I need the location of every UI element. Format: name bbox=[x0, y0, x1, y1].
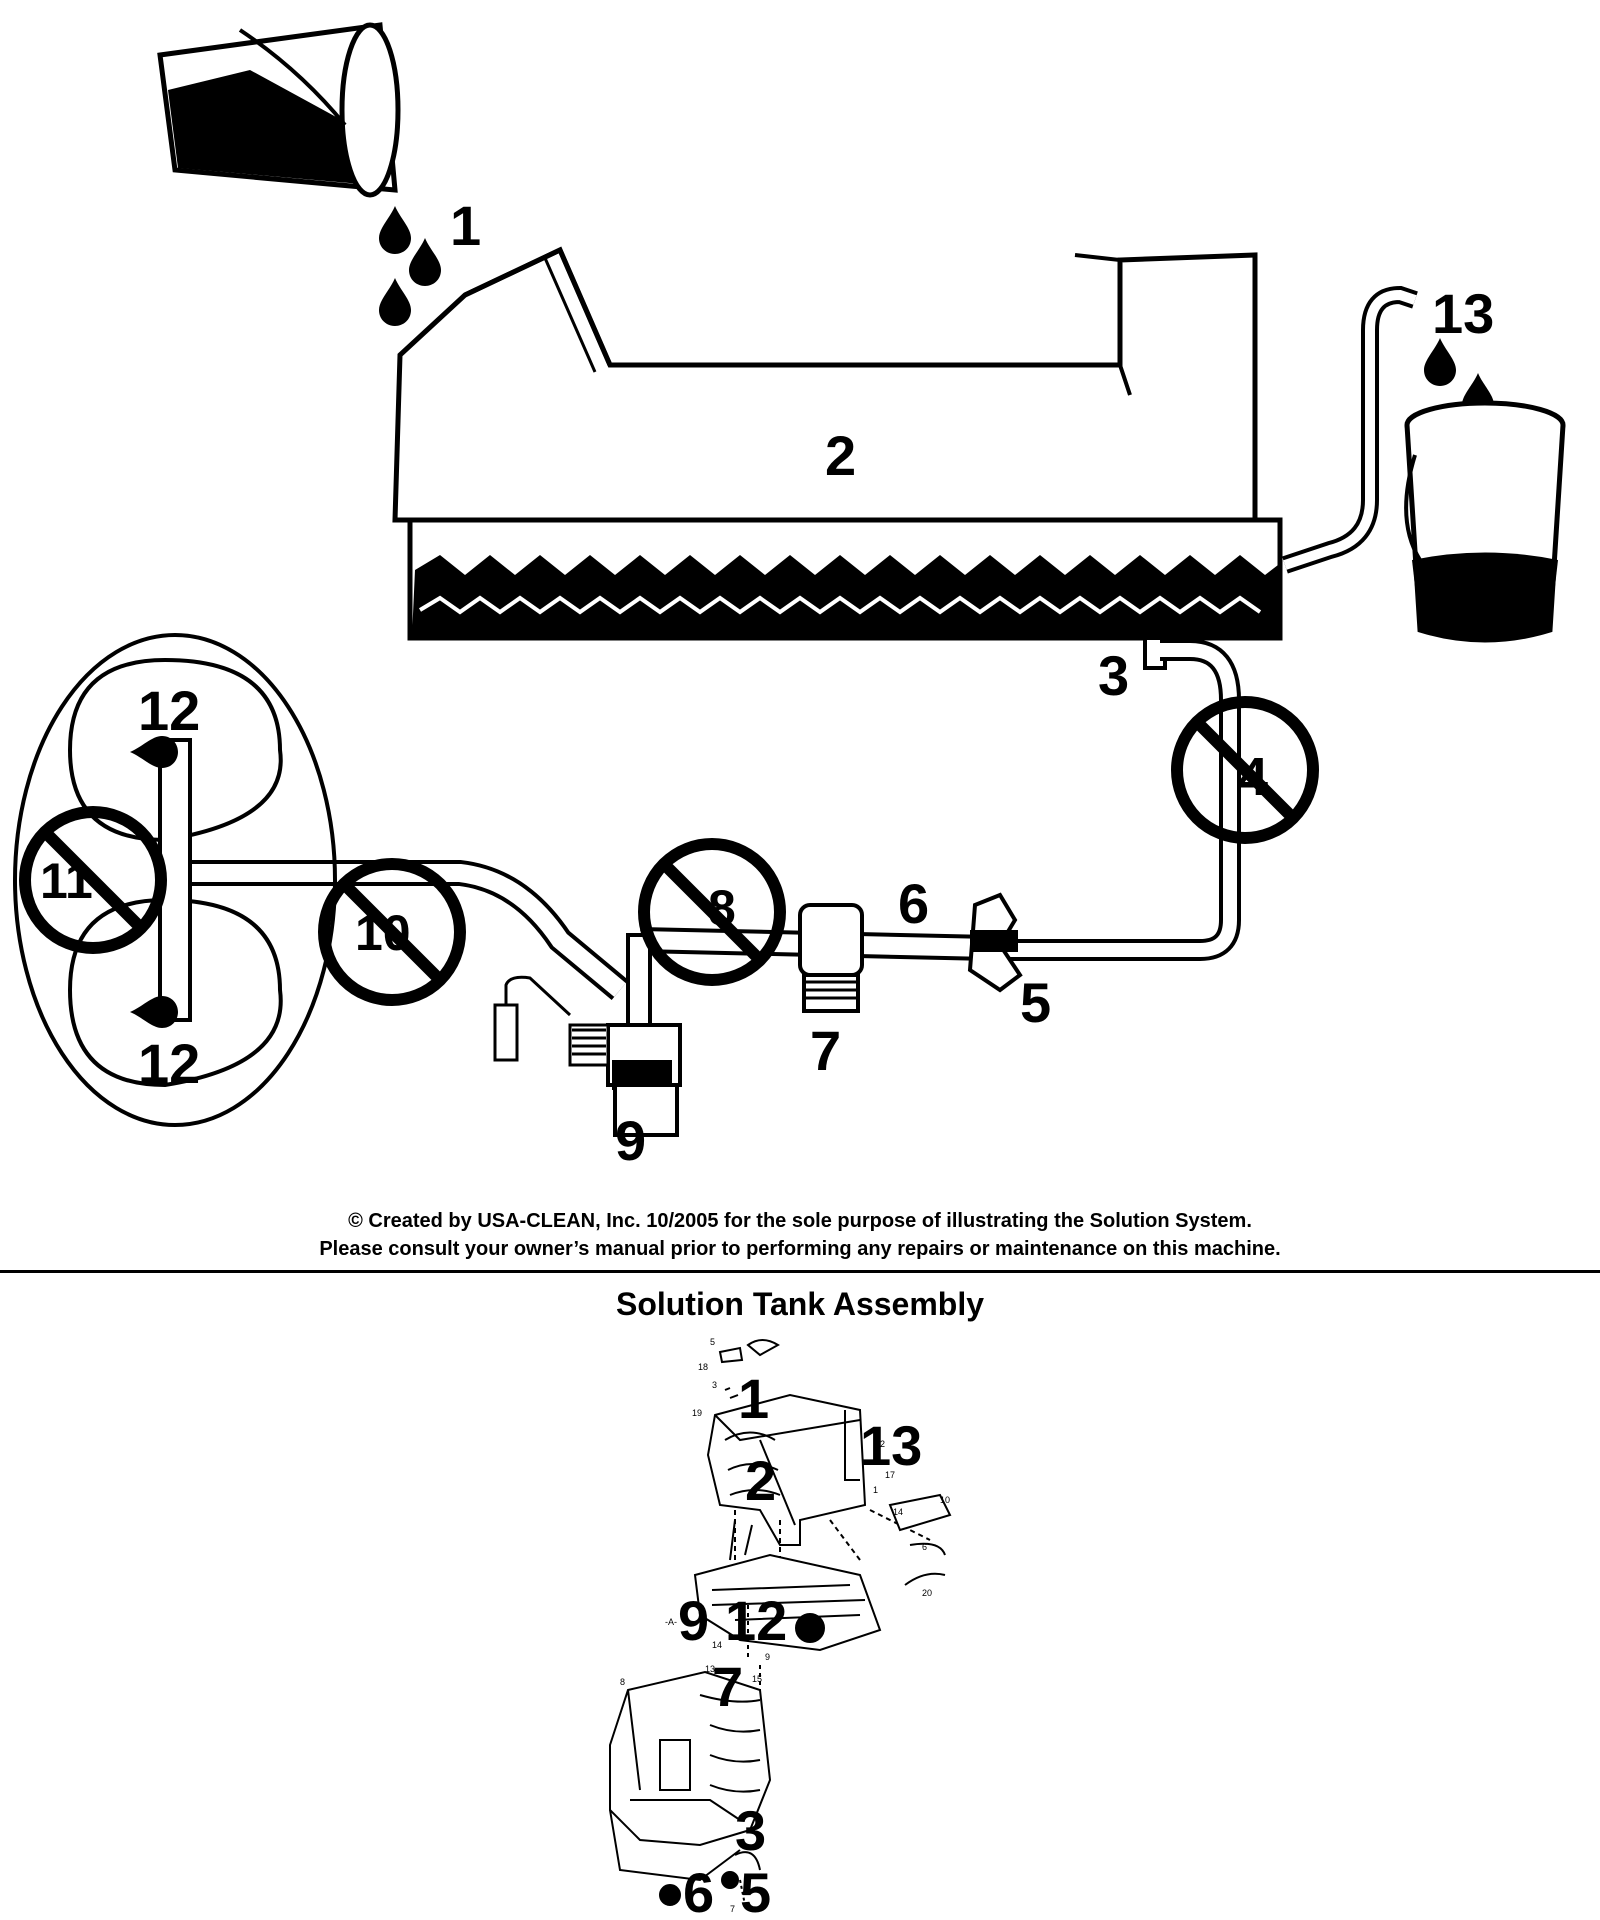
part-number: -A- bbox=[660, 1888, 672, 1898]
part-number: 9 bbox=[765, 1652, 770, 1662]
callout-4: 4 bbox=[1238, 747, 1268, 807]
part-number: 14 bbox=[893, 1507, 903, 1517]
assembly-label-3: 3 bbox=[735, 1799, 766, 1862]
pump-assembly bbox=[493, 933, 682, 1137]
part-number: 7 bbox=[730, 1904, 735, 1914]
part-number: 6 bbox=[922, 1542, 927, 1552]
part-number: 18 bbox=[698, 1362, 708, 1372]
solenoid-valve bbox=[967, 892, 1023, 993]
prohibited-symbol-10 bbox=[318, 858, 466, 1006]
section-divider bbox=[0, 1270, 1600, 1273]
part-number: 3 bbox=[712, 1380, 717, 1390]
part-number: 8 bbox=[620, 1677, 625, 1687]
prohibited-symbol-4 bbox=[1171, 696, 1319, 844]
callout-3: 3 bbox=[1098, 644, 1129, 707]
drain-hose bbox=[1282, 285, 1494, 574]
part-number: 2 bbox=[880, 1439, 885, 1449]
assembly-label-6: 6 bbox=[683, 1861, 714, 1920]
part-number: 17 bbox=[885, 1470, 895, 1480]
callout-12-bottom: 12 bbox=[138, 1032, 200, 1095]
part-number: 19 bbox=[692, 1408, 702, 1418]
callout-2: 2 bbox=[825, 424, 856, 487]
assembly-label-9: 9 bbox=[678, 1589, 709, 1652]
part-number: 20 bbox=[922, 1588, 932, 1598]
manual-notice: Please consult your owner’s manual prior… bbox=[319, 1238, 1281, 1260]
assembly-label-12: 12 bbox=[725, 1589, 787, 1652]
prohibited-symbol-11 bbox=[19, 806, 167, 954]
part-number: 10 bbox=[940, 1495, 950, 1505]
part-number: 14 bbox=[712, 1640, 722, 1650]
callout-10: 10 bbox=[355, 905, 411, 961]
assembly-label-5: 5 bbox=[740, 1861, 771, 1920]
brush-feed-hose bbox=[185, 860, 629, 1000]
solution-tank bbox=[392, 246, 1283, 641]
callout-11: 11 bbox=[40, 853, 93, 909]
assembly-label-2: 2 bbox=[745, 1449, 776, 1512]
solution-tank-assembly-drawing bbox=[609, 1339, 952, 1906]
part-number: 13 bbox=[705, 1664, 715, 1674]
callout-5: 5 bbox=[1020, 971, 1051, 1034]
assembly-label-13: 13 bbox=[860, 1414, 922, 1477]
part-number: 1 bbox=[873, 1485, 878, 1495]
callout-8: 8 bbox=[708, 880, 736, 936]
callout-1: 1 bbox=[450, 194, 481, 257]
filter-housing bbox=[798, 903, 864, 1013]
collection-bucket-icon bbox=[1404, 400, 1566, 643]
callout-9: 9 bbox=[615, 1109, 646, 1172]
part-number: 5 bbox=[710, 1337, 715, 1347]
part-number: 15 bbox=[752, 1674, 762, 1684]
callout-12-top: 12 bbox=[138, 679, 200, 742]
assembly-label-1: 1 bbox=[738, 1367, 769, 1430]
copyright-notice: © Created by USA-CLEAN, Inc. 10/2005 for… bbox=[348, 1210, 1252, 1232]
assembly-label-7: 7 bbox=[712, 1655, 743, 1718]
callout-13: 13 bbox=[1432, 282, 1494, 345]
part-number: -A- bbox=[665, 1617, 677, 1627]
prohibited-symbol-8 bbox=[638, 838, 786, 986]
pouring-bucket-icon bbox=[157, 22, 401, 198]
assembly-title: Solution Tank Assembly bbox=[615, 1286, 985, 1322]
callout-6: 6 bbox=[898, 872, 929, 935]
callout-7: 7 bbox=[810, 1019, 841, 1082]
